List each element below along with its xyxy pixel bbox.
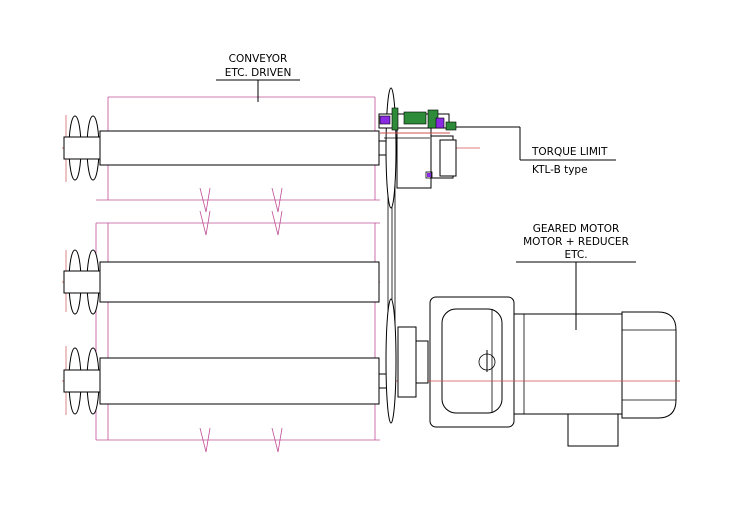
- torque-limiter: [378, 107, 457, 189]
- geared-motor-label-line2: MOTOR + REDUCER: [523, 236, 629, 248]
- torque-limit-label-line2: KTL-B type: [532, 164, 588, 176]
- geared-motor-label-line1: GEARED MOTOR: [533, 223, 620, 235]
- geared-motor-label-line3: ETC.: [564, 249, 587, 261]
- conveyor-roller-middle: [63, 249, 380, 315]
- geared-motor-label: GEARED MOTOR MOTOR + REDUCER ETC.: [516, 223, 636, 330]
- conveyor-roller-top: [63, 115, 388, 181]
- conveyor-label-line1: CONVEYOR: [229, 53, 288, 65]
- torque-limit-label-line1: TORQUE LIMIT: [531, 146, 608, 158]
- conveyor-label: CONVEYOR ETC. DRIVEN: [216, 53, 300, 102]
- conveyor-roller-bottom: [63, 347, 388, 415]
- conveyor-label-line2: ETC. DRIVEN: [225, 67, 292, 79]
- torque-limit-label: TORQUE LIMIT KTL-B type: [456, 126, 616, 176]
- geared-motor: [397, 296, 680, 447]
